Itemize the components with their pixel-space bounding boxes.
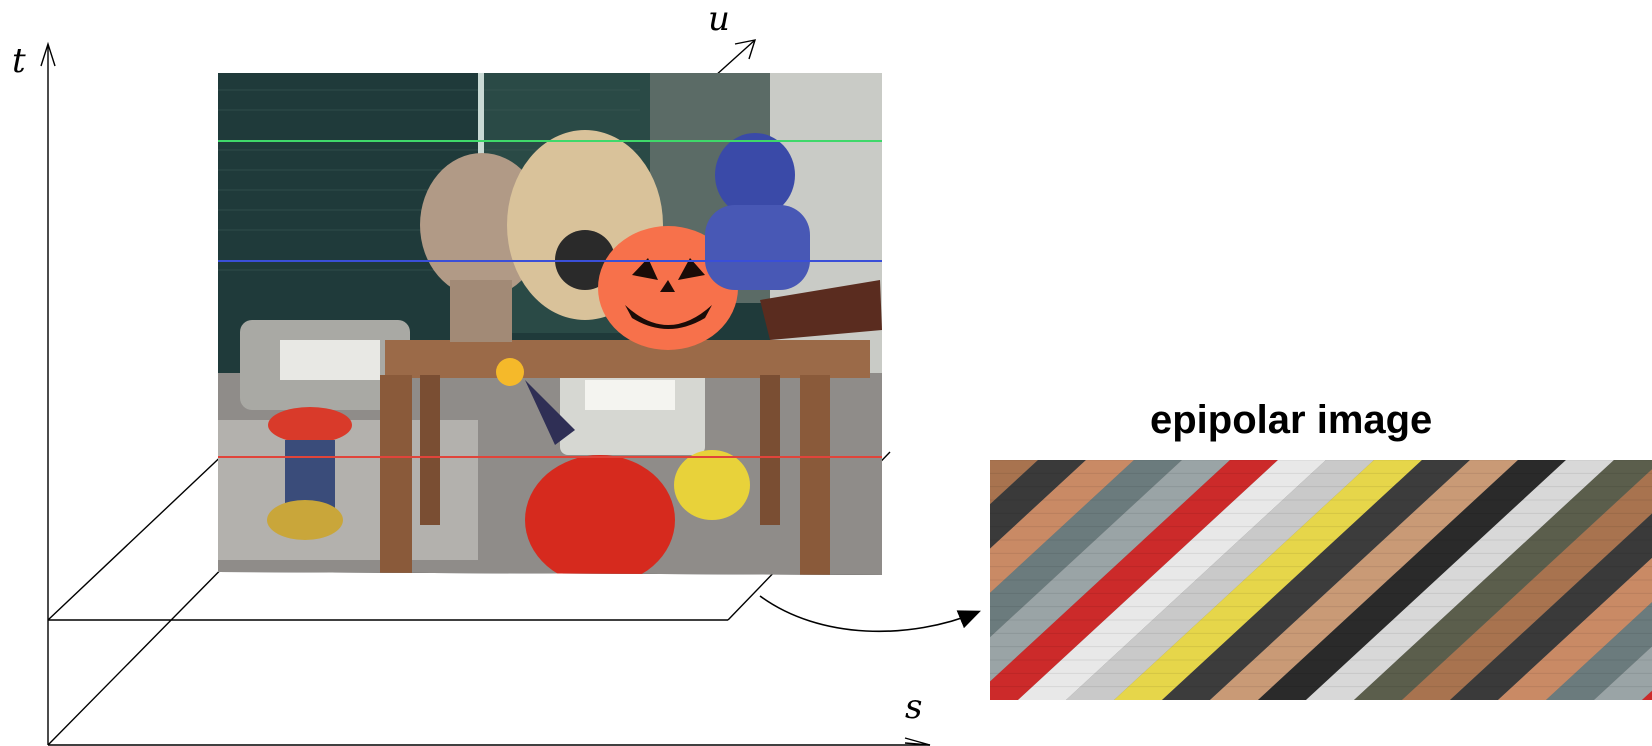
mapping-arrow [759,595,981,633]
epipolar-stripe [990,460,1278,700]
epipolar-stripe [1306,460,1614,700]
epipolar-stripe [1018,460,1326,700]
epipolar-image-title: epipolar image [1150,398,1433,442]
s-axis-arrowhead [904,737,931,746]
epipolar-stripe [1402,469,1652,700]
u-axis-label: u [708,0,730,39]
epipolar-stripe [1546,602,1652,700]
lower-depth-line [47,539,251,746]
epipolar-stripe [1642,690,1652,700]
epipolar-stripe [990,460,1182,638]
scene-photo [218,73,882,575]
epipolar-image [990,460,1652,700]
epipolar-stripe [1258,460,1566,700]
t-axis-arrowhead [40,41,56,67]
epipolar-stripe [1114,460,1422,700]
t-axis-label: t [12,41,26,81]
epipolar-stripe [1210,460,1518,700]
epipolar-stripe [990,460,1134,593]
s-axis-label: s [905,687,922,727]
u-axis [714,39,756,77]
epipolar-stripe [1354,460,1652,700]
u-axis-arrowhead [734,39,757,60]
epipolar-stripe [1594,646,1652,700]
epipolar-stripe [1450,513,1652,700]
epipolar-stripe [1162,460,1470,700]
epipolar-stripe [1498,557,1652,700]
epipolar-stripe [1066,460,1374,700]
upper-plane-left [47,447,231,621]
